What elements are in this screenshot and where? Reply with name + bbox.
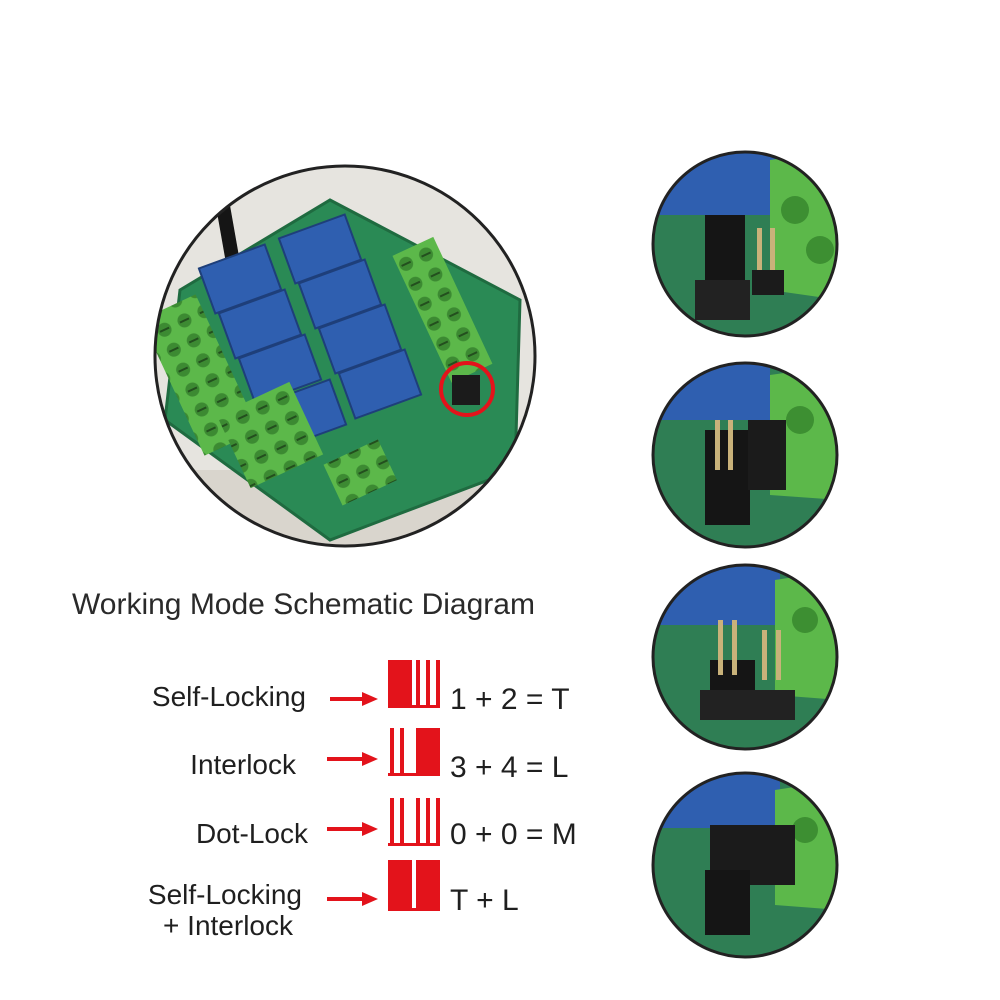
mode-label-self-locking-interlock-line1: Self-Locking (147, 879, 302, 910)
jumper-icon-both-caps (388, 860, 440, 911)
mode-label-dot-lock: Dot-Lock (195, 818, 308, 849)
arrow-self-locking-interlock (327, 892, 378, 906)
arrow-self-locking (330, 692, 378, 706)
arrow-interlock (327, 752, 378, 766)
jumper-icon-pins-1-2 (388, 660, 440, 708)
formula-interlock: 3 + 4 = L (450, 751, 569, 784)
mode-label-self-locking: Self-Locking (151, 681, 306, 712)
jumper-icon-no-caps (388, 798, 440, 846)
jumper-closeup-1 (651, 150, 839, 338)
jumper-closeup-4 (651, 771, 839, 959)
mode-arrows (327, 692, 378, 906)
jumper-closeup-3 (651, 563, 839, 751)
formula-self-locking: 1 + 2 = T (450, 683, 570, 716)
formula-self-locking-interlock: T + L (450, 884, 519, 917)
jumper-highlight-marker (439, 361, 495, 417)
mode-label-interlock: Interlock (190, 749, 296, 780)
jumper-icons (388, 660, 440, 911)
jumper-icon-pins-3-4 (388, 728, 440, 776)
relay-board-photo (153, 164, 537, 548)
mode-label-self-locking-interlock-line2: + Interlock (163, 910, 293, 941)
diagram-title: Working Mode Schematic Diagram (72, 588, 535, 621)
formula-dot-lock: 0 + 0 = M (450, 818, 577, 851)
jumper-closeup-2 (651, 361, 839, 549)
arrow-dot-lock (327, 822, 378, 836)
